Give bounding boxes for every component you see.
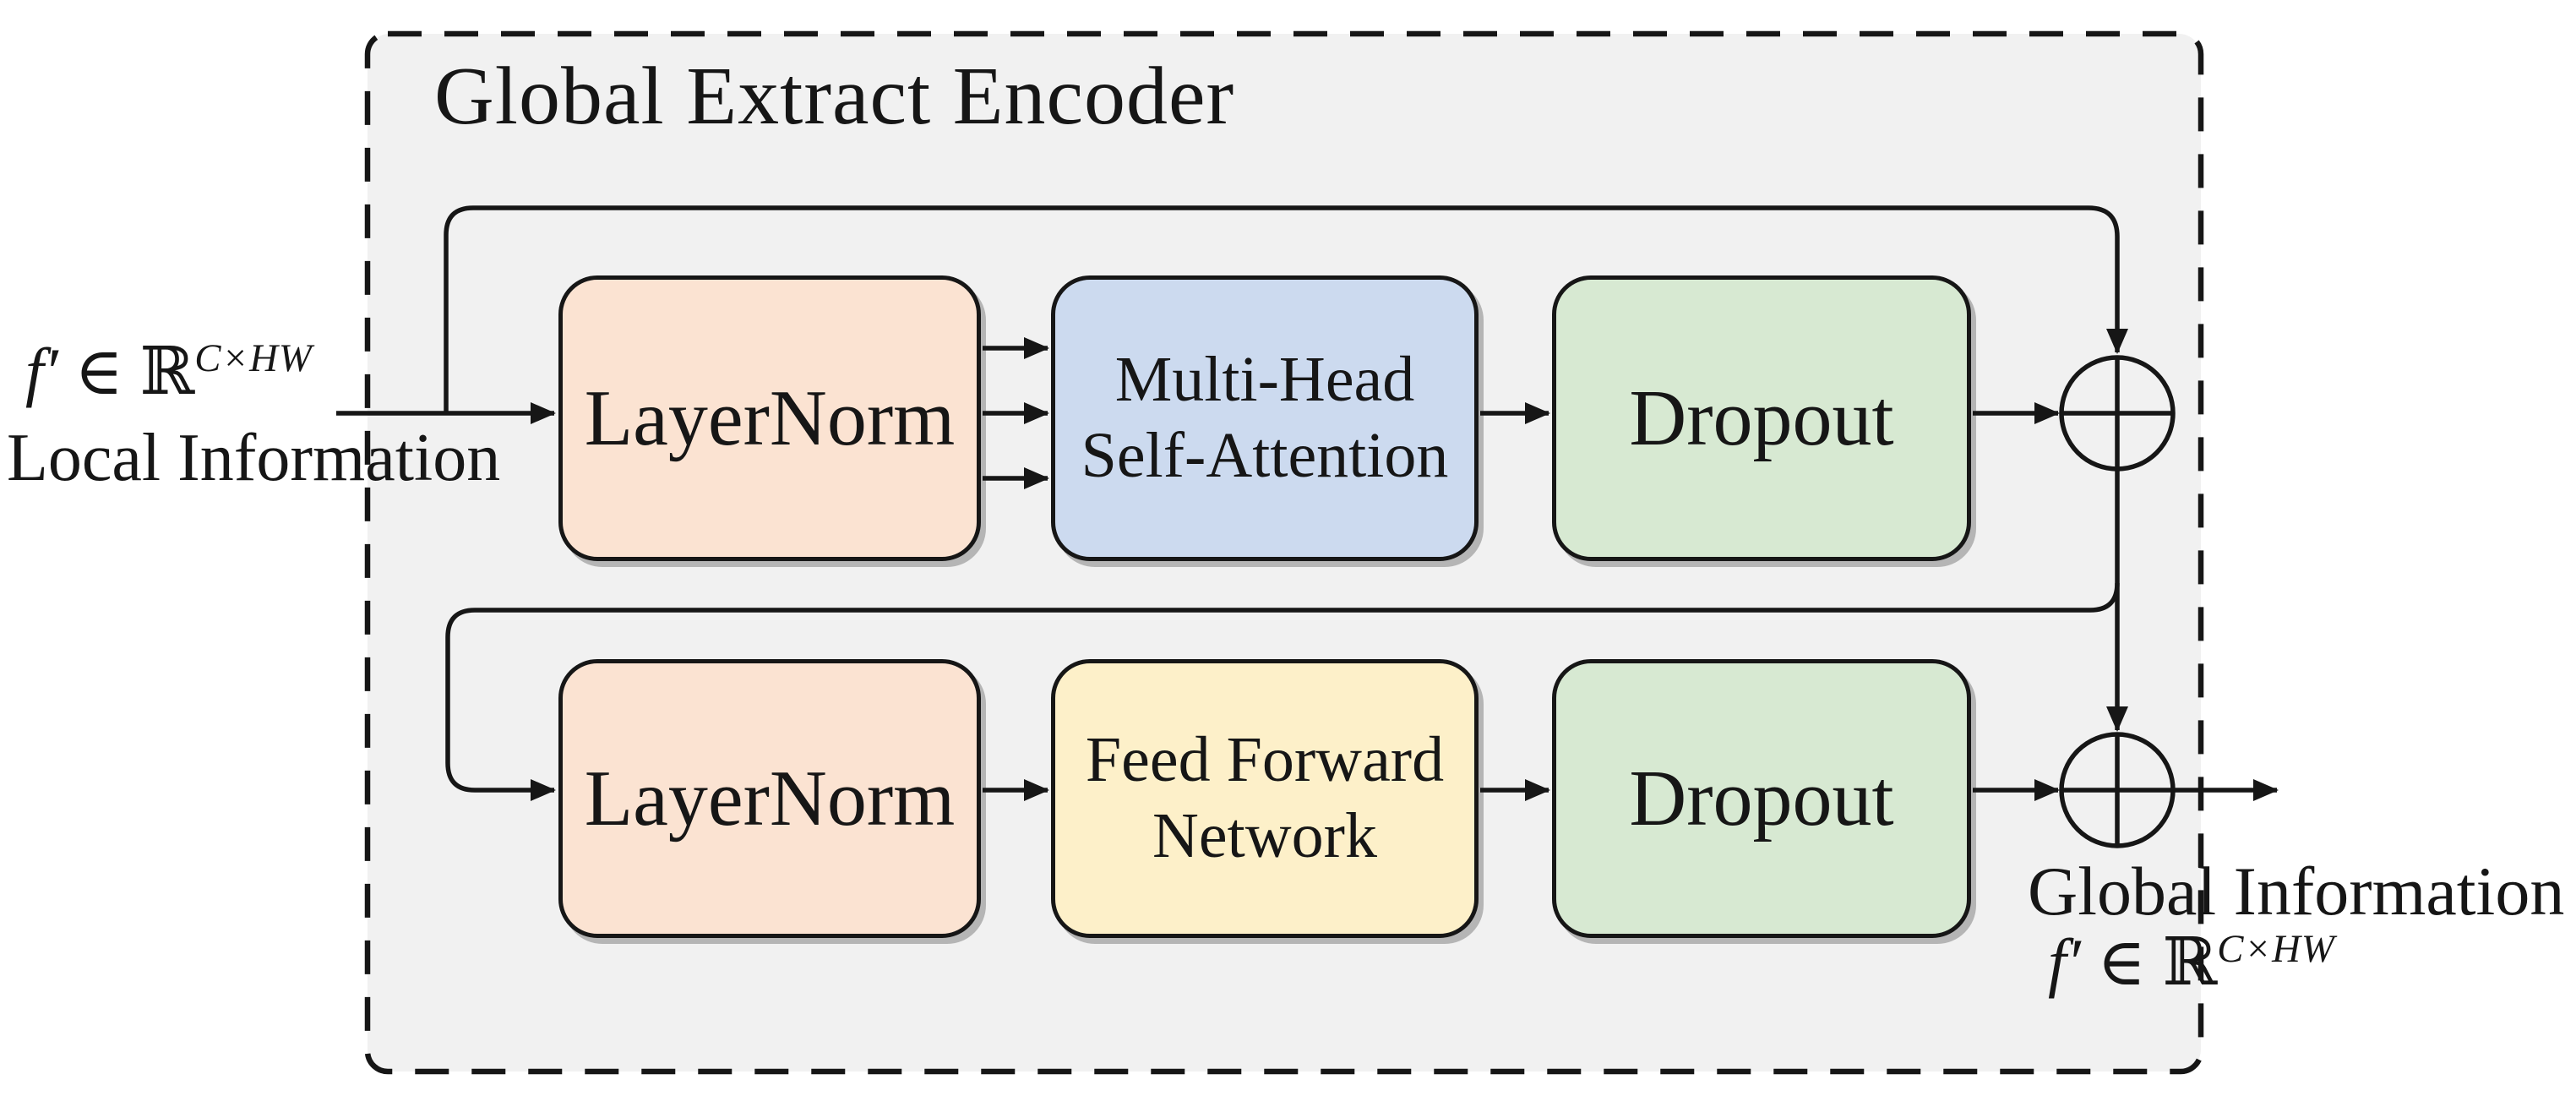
block-layernorm-1: LayerNorm (558, 275, 981, 561)
input-formula-f: f′ (25, 335, 58, 408)
block-dropout-1-label: Dropout (1629, 374, 1894, 462)
block-dropout-2-label: Dropout (1629, 754, 1894, 843)
block-layernorm-2: LayerNorm (558, 659, 981, 938)
block-dropout-1: Dropout (1552, 275, 1971, 561)
block-layernorm-2-label: LayerNorm (584, 754, 956, 843)
block-layernorm-1-label: LayerNorm (584, 374, 956, 462)
output-formula: f′ ∈ ℝC×HW (2048, 924, 2335, 1001)
block-dropout-2: Dropout (1552, 659, 1971, 938)
block-multi-head-self-attention: Multi-Head Self-Attention (1051, 275, 1479, 561)
block-feed-forward-network: Feed Forward Network (1051, 659, 1479, 938)
input-formula-sup: C×HW (194, 335, 313, 380)
input-formula-rel: ∈ ℝ (57, 335, 195, 408)
block-mhsa-label: Multi-Head Self-Attention (1081, 344, 1449, 491)
input-caption: Local Information (7, 421, 501, 495)
output-formula-sup: C×HW (2217, 926, 2335, 971)
output-caption: Global Information (2028, 853, 2565, 930)
input-formula: f′ ∈ ℝC×HW (25, 334, 313, 410)
output-formula-rel: ∈ ℝ (2080, 925, 2218, 999)
block-ffn-label: Feed Forward Network (1085, 724, 1445, 871)
output-formula-f: f′ (2048, 925, 2081, 999)
diagram-title: Global Extract Encoder (434, 51, 1235, 142)
